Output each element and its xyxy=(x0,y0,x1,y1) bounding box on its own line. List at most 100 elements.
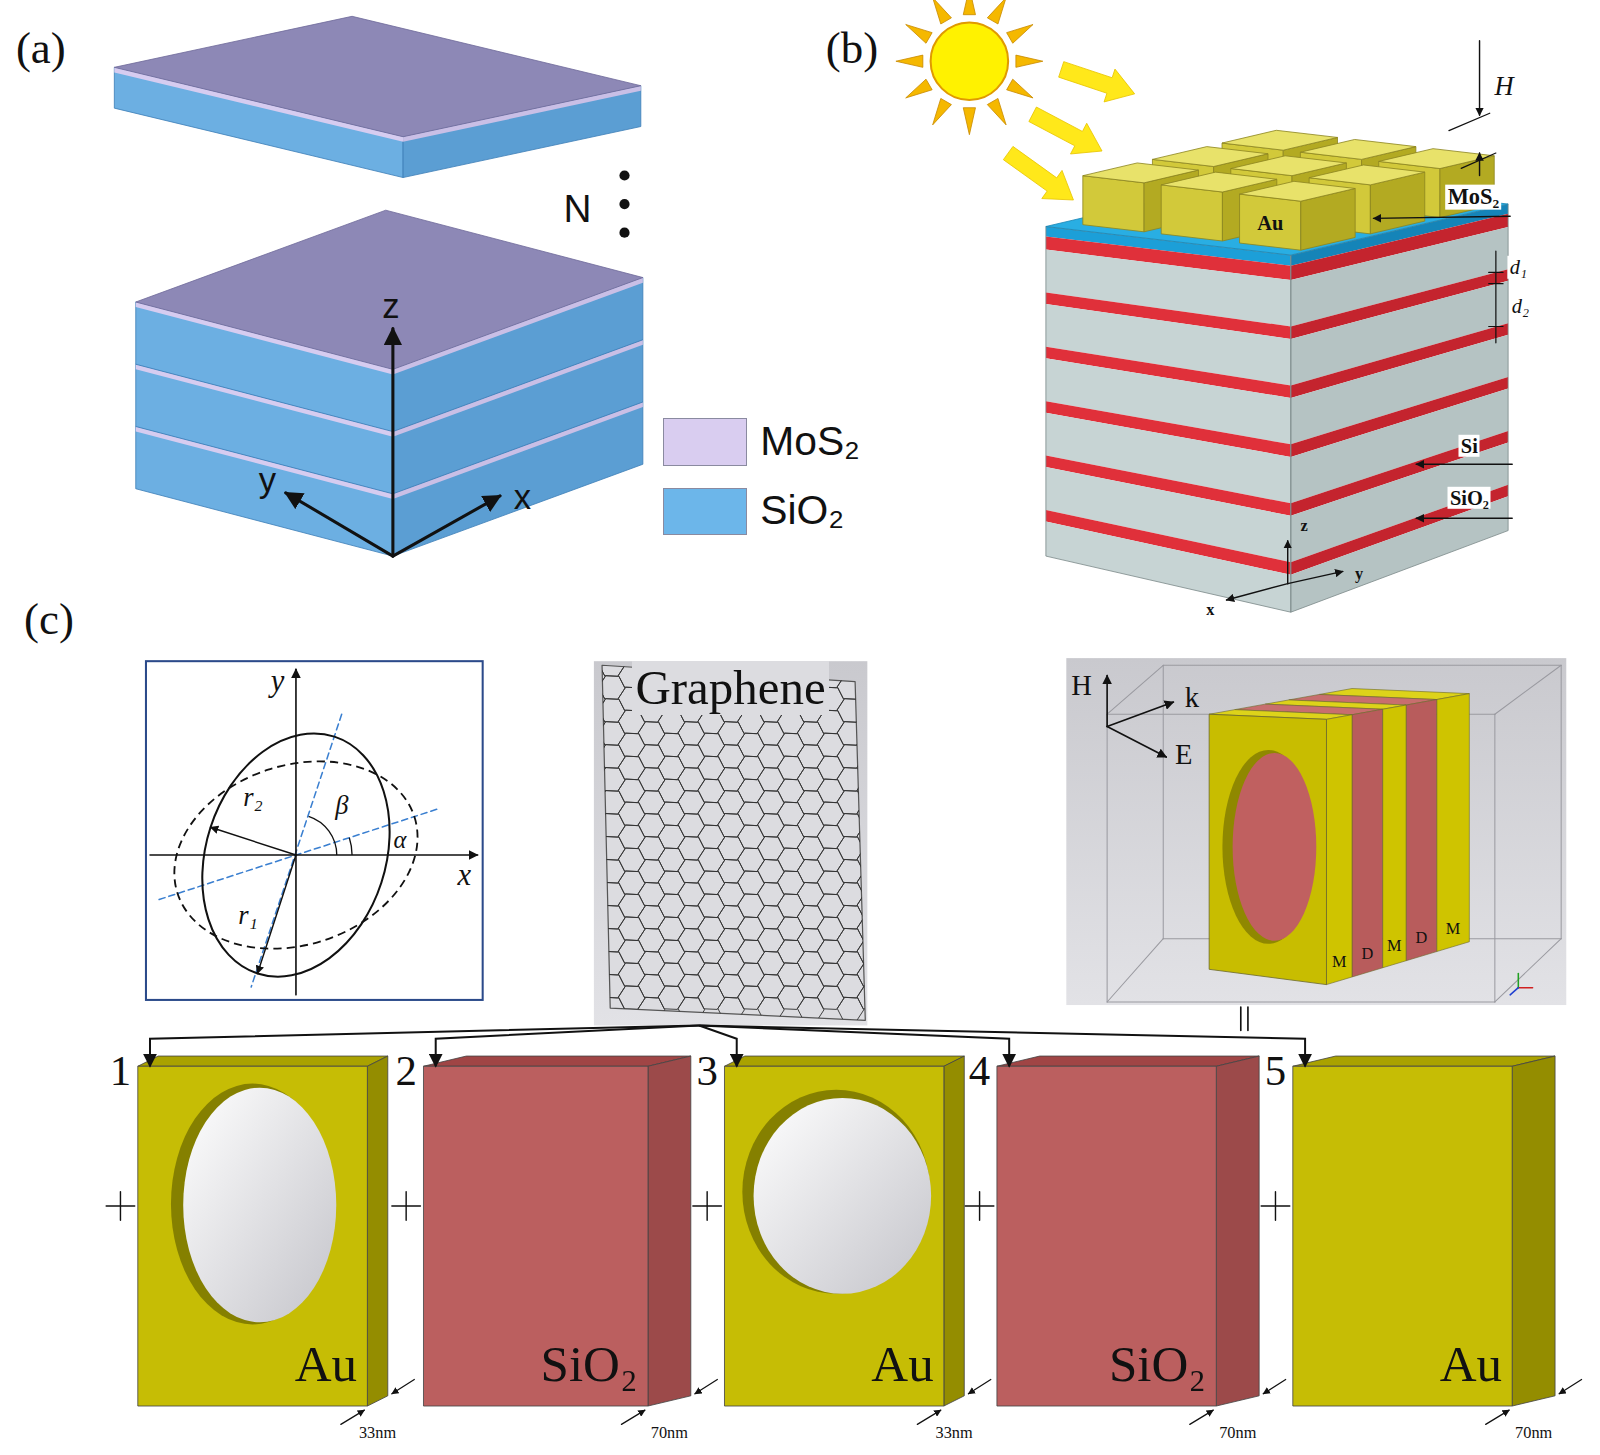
wireframe xyxy=(1561,665,1562,938)
layer-plate: Au xyxy=(138,1066,368,1406)
block-outline xyxy=(1291,204,1508,612)
node-text: Graphene xyxy=(632,661,828,715)
graphene-panel xyxy=(594,661,867,1025)
sun-ray xyxy=(906,79,932,98)
sun-ray xyxy=(1007,24,1033,43)
y-axis xyxy=(295,669,297,994)
dimension-arrow xyxy=(1479,41,1480,115)
plate-front xyxy=(724,1066,943,1406)
figure-label: 1 xyxy=(110,1048,131,1095)
node-text: Au xyxy=(295,1336,357,1392)
plate-top xyxy=(138,1056,388,1066)
dimension-line xyxy=(1495,251,1496,343)
figure-label: 70nm xyxy=(651,1424,688,1442)
radius-arrow xyxy=(211,827,296,855)
plate-front xyxy=(138,1066,368,1406)
thickness-arrow xyxy=(968,1379,990,1393)
plate-top xyxy=(724,1056,964,1066)
au-cube-face xyxy=(1161,185,1222,241)
dimension-tick xyxy=(1489,283,1503,284)
si-layer xyxy=(1046,521,1291,612)
legend-label: SiO₂ xyxy=(760,488,844,533)
graphene-insertion-arrow xyxy=(150,1026,699,1067)
position-cross xyxy=(120,1192,121,1221)
figure-label: z xyxy=(382,287,399,325)
thickness-arrow xyxy=(917,1410,940,1424)
extension-line xyxy=(1449,113,1490,130)
figure-label: z xyxy=(1300,517,1307,535)
sun-ray xyxy=(987,98,1006,124)
figure-label: d₂ xyxy=(1510,295,1531,317)
figure-label: α xyxy=(394,826,407,853)
position-cross xyxy=(706,1192,707,1221)
wireframe xyxy=(1495,939,1561,1002)
axis-triad xyxy=(1518,987,1532,989)
figure-label: H xyxy=(1493,72,1516,101)
panel-c-illustration xyxy=(106,641,1581,1424)
angle-arc xyxy=(349,838,352,855)
node-text: Au xyxy=(1440,1336,1502,1392)
figure-label: SiO₂ xyxy=(1448,487,1491,509)
plate-side xyxy=(648,1056,691,1406)
wireframe xyxy=(1163,665,1561,666)
layer-plate: Au xyxy=(1293,1066,1512,1406)
figure-label: E xyxy=(1175,739,1192,770)
figure-label: 5 xyxy=(1265,1048,1286,1095)
wireframe xyxy=(1107,939,1163,1002)
sun-ray xyxy=(1016,55,1043,67)
figure-label: y xyxy=(271,665,285,699)
plate-side xyxy=(1512,1056,1555,1406)
figure-label: x xyxy=(1206,601,1214,619)
x-axis xyxy=(1227,584,1288,600)
stack-layer-side xyxy=(1383,705,1406,968)
mos2-layer-top xyxy=(136,210,643,369)
plate-top xyxy=(1293,1056,1555,1066)
panel-b-illustration xyxy=(896,0,1512,612)
dimension-tick xyxy=(1489,272,1503,273)
radius-arrow xyxy=(257,855,295,973)
wireframe xyxy=(1107,714,1108,1002)
light-arrow xyxy=(1029,107,1102,154)
figure-label: Si xyxy=(1459,435,1480,457)
plate-front xyxy=(423,1066,647,1406)
graphene-insertion-arrow xyxy=(436,1026,699,1067)
au-cube-face xyxy=(1309,165,1425,185)
field-arrow xyxy=(1106,675,1108,726)
si-layer xyxy=(1291,496,1508,612)
plate-side xyxy=(944,1056,964,1406)
stack-layer-side xyxy=(1326,715,1352,985)
equals-mark xyxy=(1247,1007,1249,1030)
au-cube-face xyxy=(1240,194,1301,250)
thickness-arrow xyxy=(1486,1410,1509,1424)
layer-plate: Au xyxy=(724,1066,943,1406)
legend-swatch xyxy=(663,488,747,535)
figure-label: x xyxy=(457,859,471,893)
figure-label: D xyxy=(1416,929,1428,947)
axis-triad xyxy=(1510,988,1518,995)
thickness-arrow xyxy=(695,1379,717,1393)
axis-triad xyxy=(1518,973,1520,987)
figure-label: H xyxy=(1071,670,1092,701)
figure-label: 33nm xyxy=(359,1424,396,1442)
inset-frame xyxy=(146,661,483,1000)
figure-label: (a) xyxy=(16,24,66,73)
field-arrow xyxy=(1107,726,1166,757)
figure-label: 70nm xyxy=(1219,1424,1256,1442)
plate-top xyxy=(997,1056,1259,1066)
figure-label: N xyxy=(564,188,592,231)
au-cube: Au xyxy=(1242,198,1299,248)
wireframe xyxy=(1495,665,1561,714)
figure-label: 33nm xyxy=(935,1424,972,1442)
node-text: Au xyxy=(871,1336,933,1392)
thickness-arrow xyxy=(621,1410,644,1424)
figure-label: M xyxy=(1332,953,1347,971)
position-cross xyxy=(1275,1192,1276,1221)
ellipsis-dot xyxy=(619,228,629,238)
z-axis xyxy=(1287,541,1288,584)
stack-layer-side xyxy=(1437,694,1470,952)
plate-side xyxy=(367,1056,387,1406)
figure-label: 4 xyxy=(969,1048,990,1095)
mos2-layer-top xyxy=(114,16,640,136)
